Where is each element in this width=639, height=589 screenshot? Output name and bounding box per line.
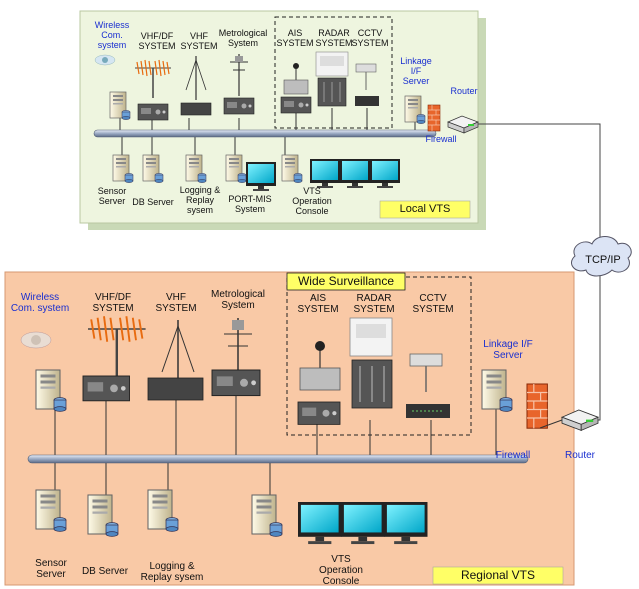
regional-ais-rack-icon	[298, 402, 340, 424]
wide-surveillance-label: Wide Surveillance	[287, 274, 405, 288]
regional-sensor-label: Sensor Server	[35, 558, 67, 580]
local-vhf-label: VHF SYSTEM	[180, 31, 217, 51]
local-vts-title: Local VTS	[380, 202, 470, 216]
regional-vhf-radio-icon	[148, 378, 203, 400]
local-vhf-radio-icon	[181, 103, 211, 115]
local-network-bus	[94, 130, 436, 137]
regional-vhfdf-rack-icon	[83, 376, 130, 401]
regional-vts-title: Regional VTS	[433, 568, 563, 582]
local-linkage-label: Linkage I/F Server	[400, 56, 432, 86]
local-vhfdf-rack-icon	[138, 104, 168, 120]
regional-router-label: Router	[565, 450, 595, 461]
local-vhfdf-label: VHF/DF SYSTEM	[138, 31, 175, 51]
local-sensor-label: Sensor Server	[98, 186, 127, 206]
regional-radar-icon	[350, 318, 392, 408]
local-ais-rack-icon	[281, 97, 311, 113]
regional-network-bus	[28, 455, 528, 463]
regional-db-label: DB Server	[82, 566, 128, 577]
regional-firewall-label: Firewall	[496, 450, 530, 461]
local-radar-icon	[316, 52, 348, 106]
regional-cctv-label: CCTV SYSTEM	[412, 293, 453, 315]
regional-metro-label: Metrological System	[211, 289, 265, 311]
local-router-label: Router	[450, 86, 477, 96]
regional-vhfdf-label: VHF/DF SYSTEM	[92, 292, 133, 314]
tcp-ip-label: TCP/IP	[585, 254, 620, 266]
regional-firewall-icon	[527, 384, 547, 428]
local-ais-label: AIS SYSTEM	[276, 28, 313, 48]
local-firewall-icon	[428, 105, 440, 131]
local-cctv-label: CCTV SYSTEM	[351, 28, 388, 48]
regional-linkage-label: Linkage I/F Server	[483, 339, 532, 361]
regional-wireless-label: Wireless Com. system	[11, 292, 69, 314]
regional-ais-label: AIS SYSTEM	[297, 293, 338, 315]
regional-wireless-icon	[21, 332, 51, 348]
local-metro-rack-icon	[224, 98, 254, 114]
local-wireless-icon	[95, 55, 115, 65]
local-db-label: DB Server	[132, 197, 174, 207]
regional-metro-rack-icon	[212, 370, 260, 396]
regional-console-label: VTS Operation Console	[319, 554, 363, 587]
regional-vts-panel	[5, 272, 574, 585]
local-wireless-label: Wireless Com. system	[95, 20, 130, 50]
regional-logging-label: Logging & Replay sysem	[141, 561, 204, 583]
local-firewall-label: Firewall	[425, 134, 456, 144]
local-console-label: VTS Operation Console	[292, 186, 332, 216]
regional-vhf-label: VHF SYSTEM	[155, 292, 196, 314]
local-metro-label: Metrological System	[219, 28, 268, 48]
local-radar-label: RADAR SYSTEM	[315, 28, 352, 48]
local-portmis-label: PORT-MIS System	[228, 194, 271, 214]
local-logging-label: Logging & Replay sysem	[180, 185, 221, 215]
regional-radar-label: RADAR SYSTEM	[353, 293, 394, 315]
